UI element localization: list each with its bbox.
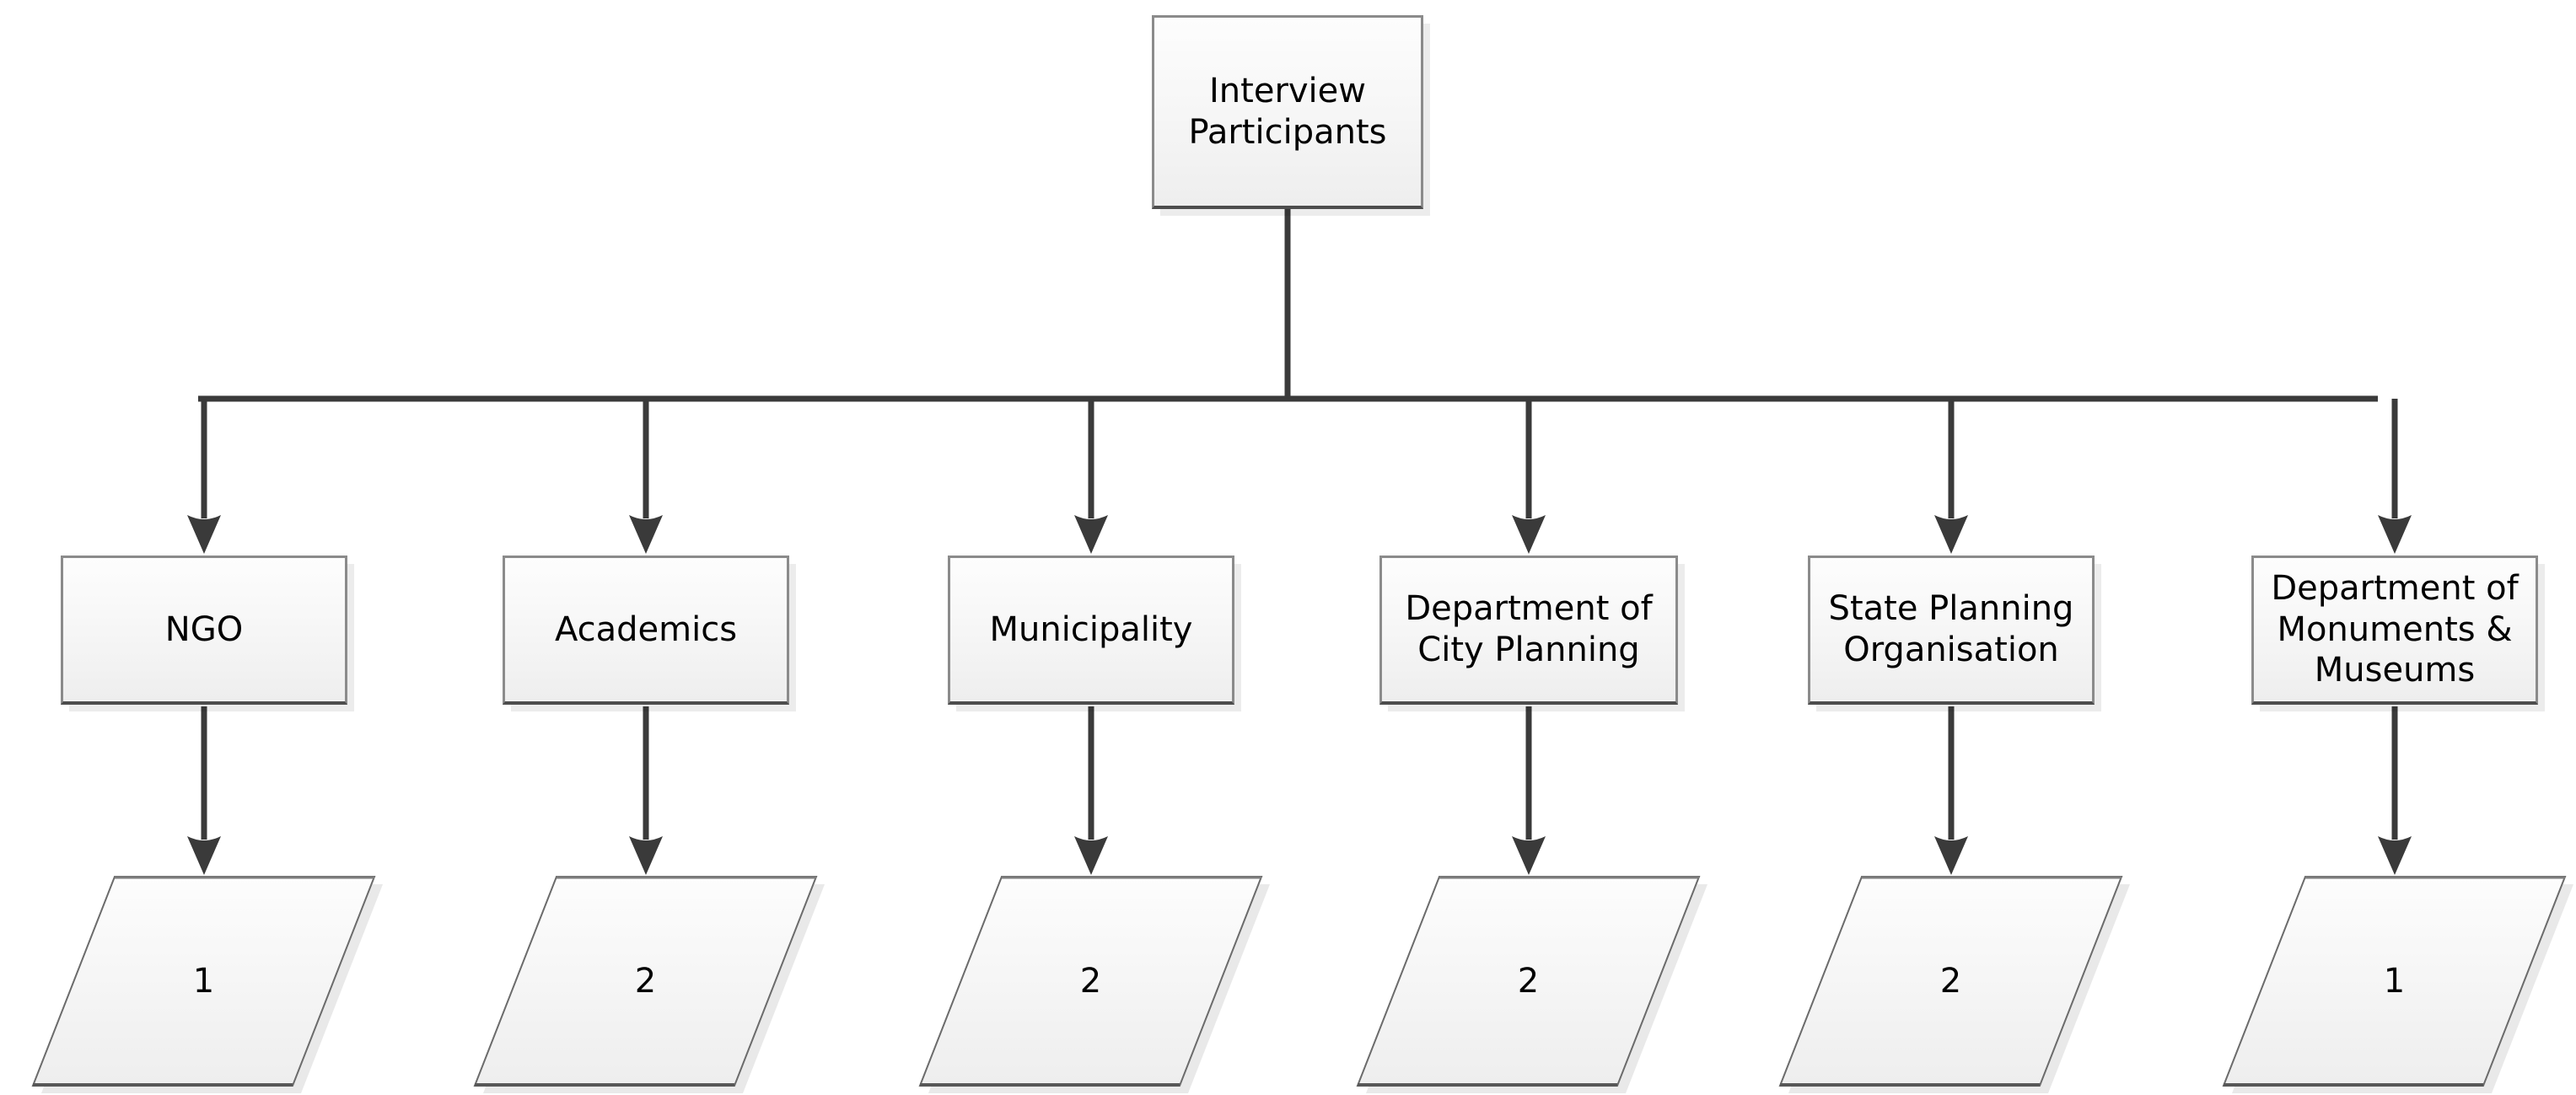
count-node-department-of-city-planning[interactable]: 2 xyxy=(1356,876,1707,1093)
root-node-label: Interview Participants xyxy=(1188,71,1387,152)
branch-node-department-of-monuments-and-museums[interactable]: Department of Monuments & Museums xyxy=(2251,556,2538,705)
count-node-municipality[interactable]: 2 xyxy=(918,876,1270,1093)
root-node-interview-participants[interactable]: Interview Participants xyxy=(1152,15,1423,209)
count-node-academics[interactable]: 2 xyxy=(473,876,825,1093)
branch-node-ngo[interactable]: NGO xyxy=(61,556,347,705)
branch-node-label: Municipality xyxy=(989,609,1193,649)
branch-node-label: Department of Monuments & Museums xyxy=(2271,568,2519,690)
branch-node-label: State Planning Organisation xyxy=(1828,589,2074,669)
count-node-state-planning-organisation[interactable]: 2 xyxy=(1778,876,2130,1093)
count-node-ngo[interactable]: 1 xyxy=(31,876,383,1093)
branch-node-label: Department of City Planning xyxy=(1405,589,1653,669)
branch-node-municipality[interactable]: Municipality xyxy=(948,556,1234,705)
branch-node-academics[interactable]: Academics xyxy=(503,556,789,705)
branch-node-label: Academics xyxy=(554,609,738,649)
count-node-department-of-monuments-and-museums[interactable]: 1 xyxy=(2222,876,2573,1093)
branch-node-label: NGO xyxy=(164,609,244,649)
branch-node-state-planning-organisation[interactable]: State Planning Organisation xyxy=(1808,556,2095,705)
branch-node-department-of-city-planning[interactable]: Department of City Planning xyxy=(1379,556,1678,705)
